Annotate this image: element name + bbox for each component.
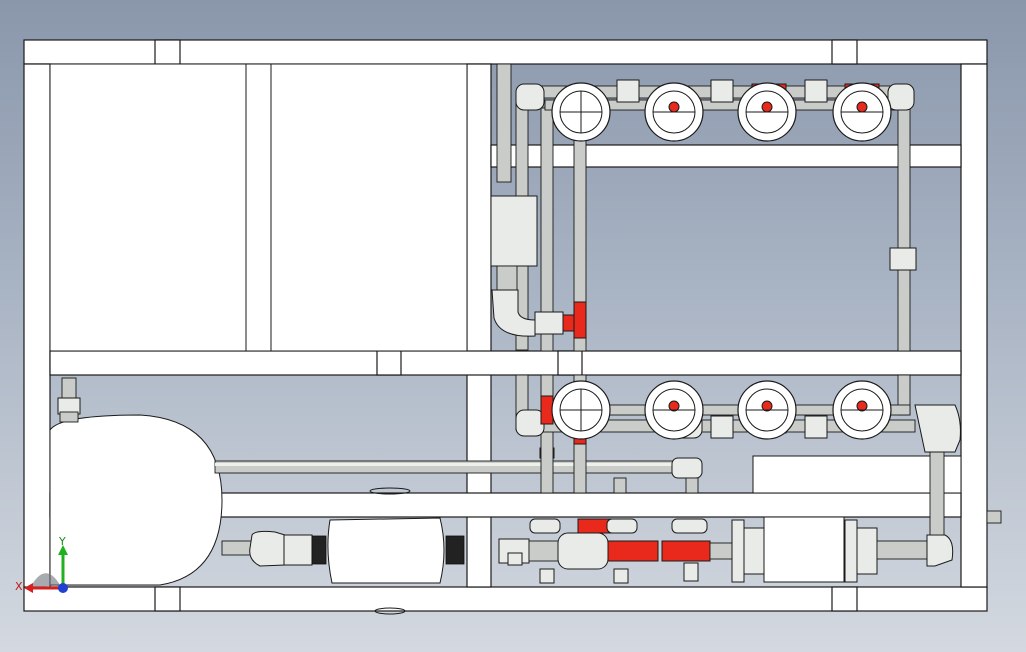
handwheel-valve-lower-2 <box>644 380 704 440</box>
x-axis-label: X <box>15 580 23 593</box>
handwheel-valve-upper-3 <box>737 82 797 142</box>
handwheel-valve-lower-3 <box>737 380 797 440</box>
upper-manifold <box>490 63 917 352</box>
y-axis-label: Y <box>58 535 66 548</box>
handwheel-valve-upper-4 <box>832 82 892 142</box>
handwheel-valve-lower-1 <box>551 380 611 440</box>
z-axis-dot <box>58 583 68 593</box>
pump-assembly <box>498 439 1002 584</box>
tank-panels <box>49 63 468 352</box>
pressure-vessel <box>49 377 223 586</box>
skid-frame <box>23 39 988 612</box>
lower-manifold <box>515 374 961 494</box>
handwheel-valve-upper-1 <box>551 82 611 142</box>
bottom-left-piping <box>221 487 465 615</box>
coordinate-triad: Y X <box>15 535 68 593</box>
handwheel-valve-lower-4 <box>832 380 892 440</box>
horizontal-pipe-run <box>214 447 703 494</box>
handwheel-valve-upper-2 <box>644 82 704 142</box>
